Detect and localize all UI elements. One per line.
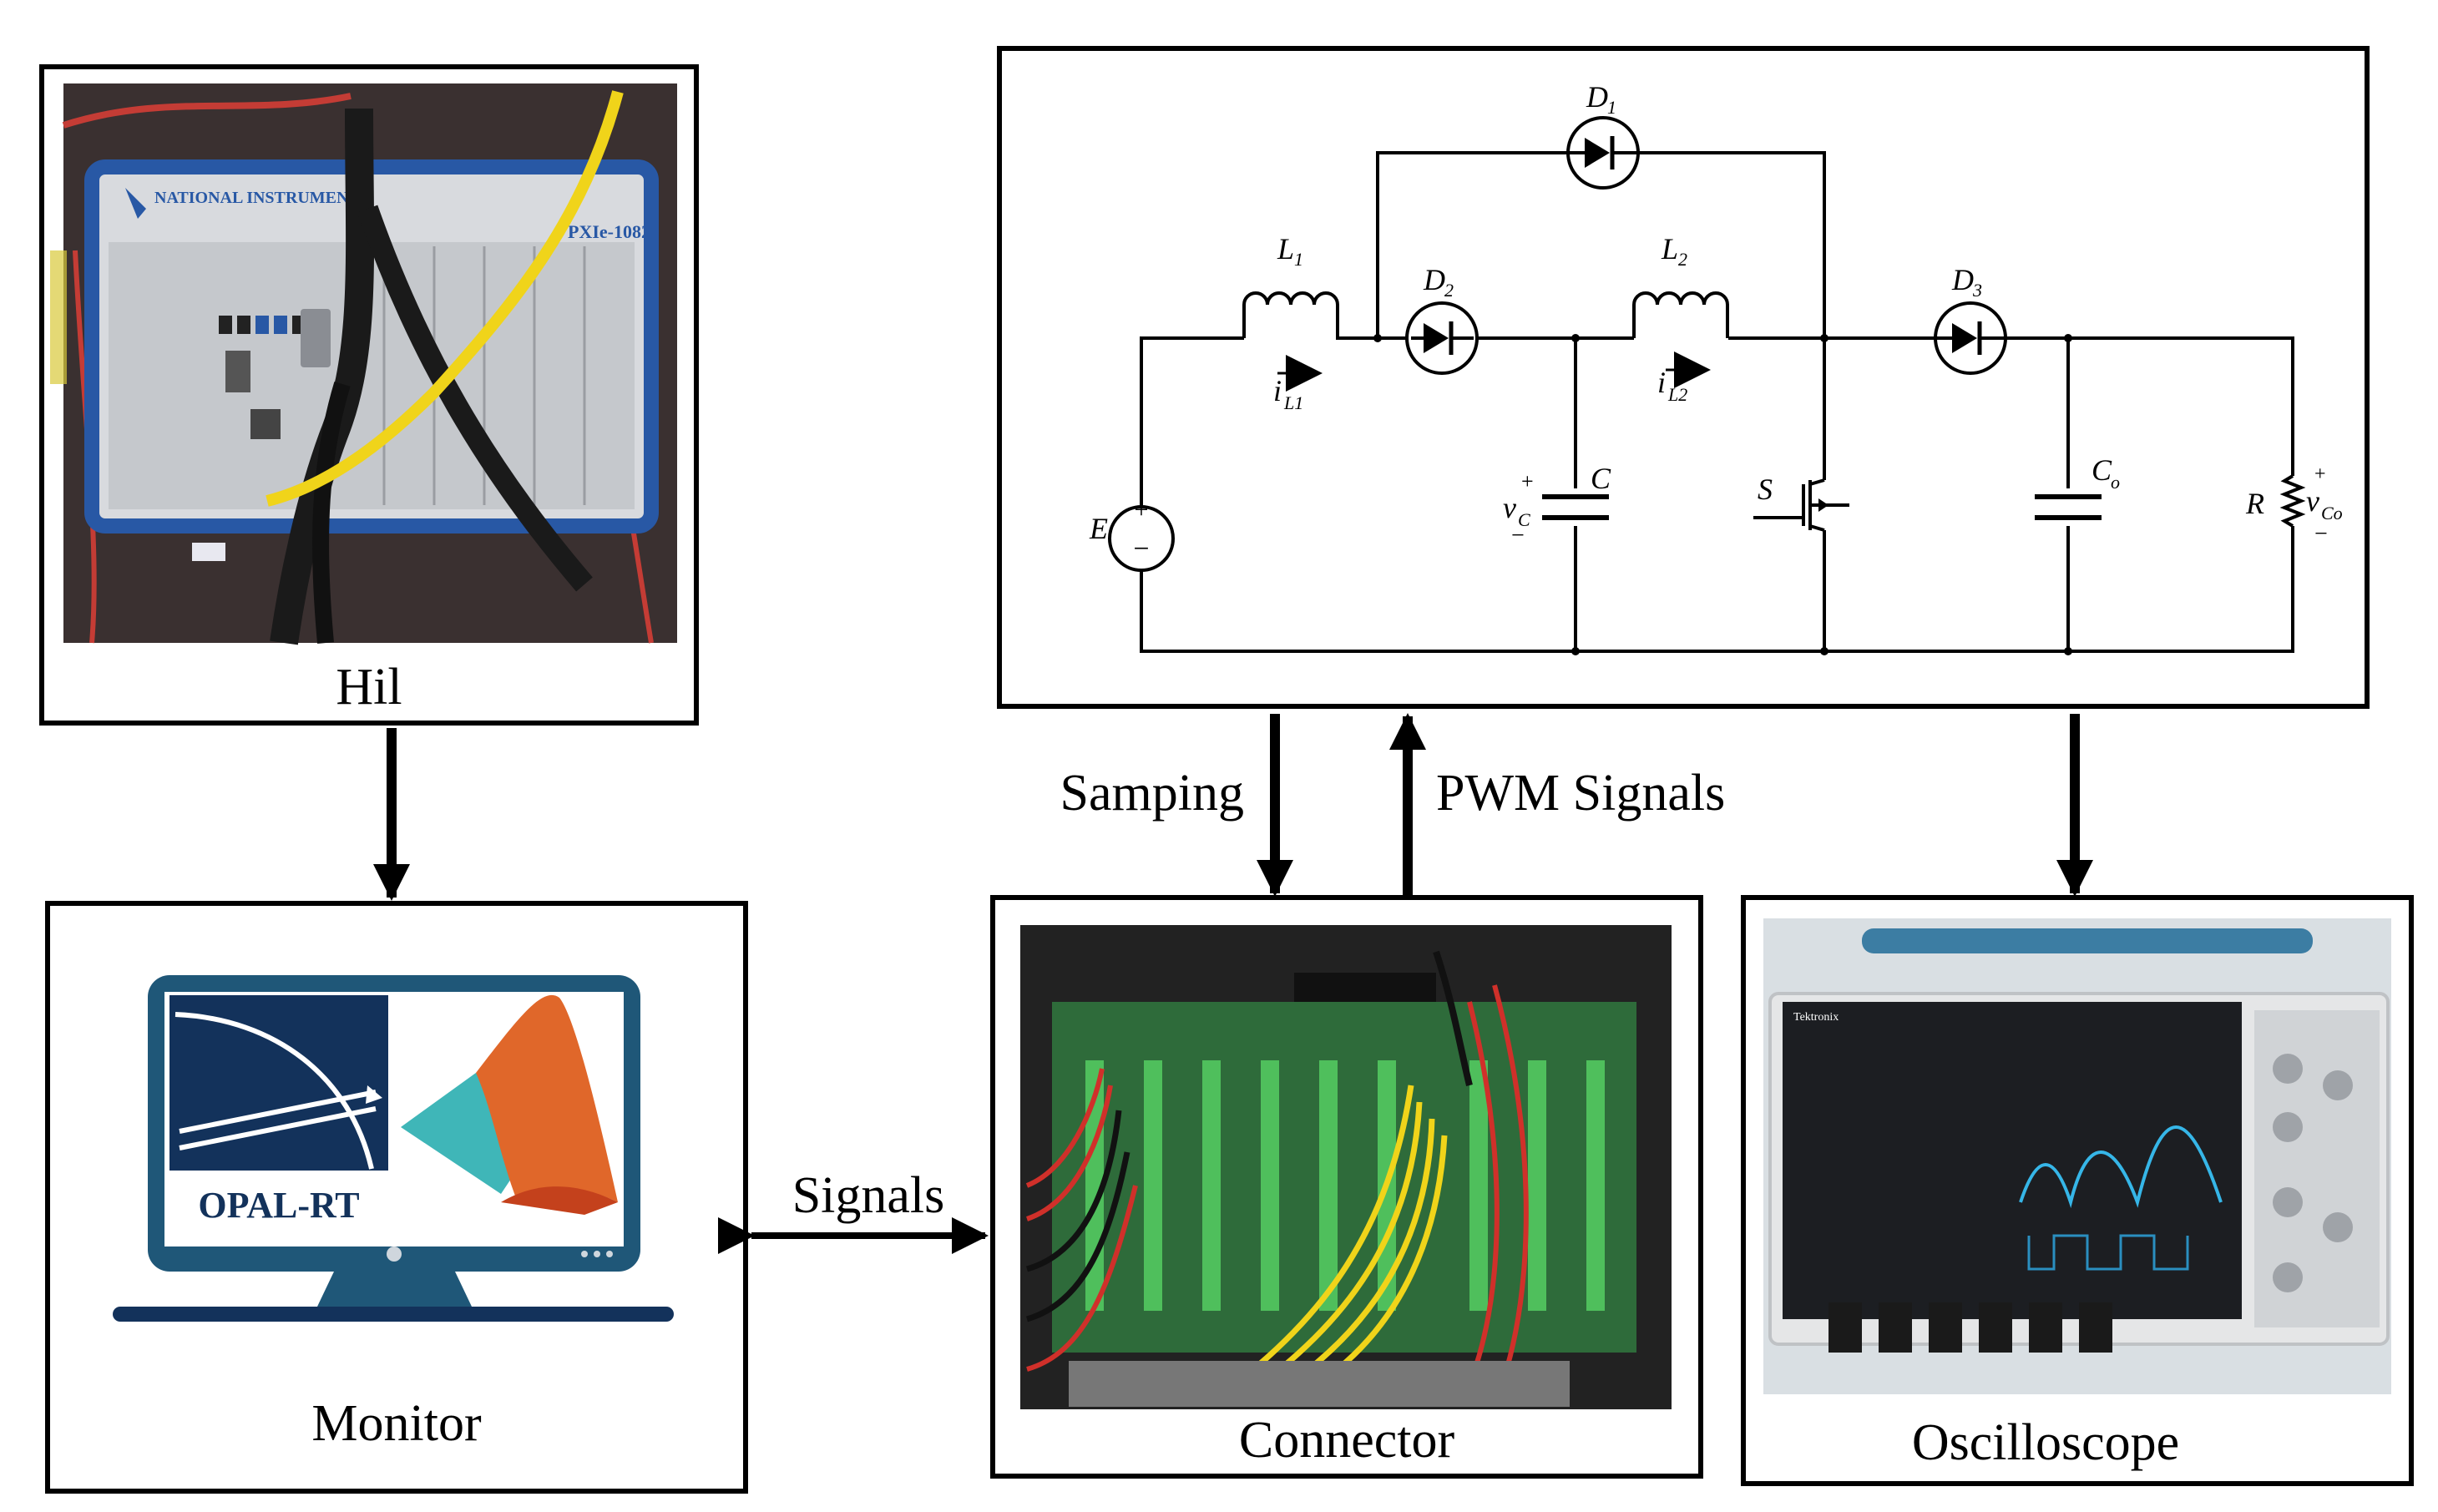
switch-s: S bbox=[1753, 473, 1849, 532]
hil-block: NATIONAL INSTRUMENTS PXIe-1082 Hil bbox=[39, 64, 699, 726]
co-label: C bbox=[2092, 453, 2112, 487]
scope-screen bbox=[1783, 1002, 2242, 1319]
c-label: C bbox=[1591, 462, 1611, 495]
d2-label: D bbox=[1423, 263, 1445, 296]
l1-sub: 1 bbox=[1294, 249, 1303, 270]
ni-logo-icon: NATIONAL INSTRUMENTS bbox=[125, 188, 369, 219]
hil-photo: NATIONAL INSTRUMENTS PXIe-1082 bbox=[50, 83, 677, 645]
oscilloscope-photo: Tektronix bbox=[1763, 918, 2391, 1394]
monitor-icon: OPAL-RT bbox=[113, 975, 674, 1322]
inductor-icon bbox=[1632, 291, 1729, 338]
capacitor-co: C o bbox=[2035, 453, 2120, 520]
resistor-icon bbox=[2279, 474, 2306, 528]
terminal-blocks bbox=[1085, 1060, 1605, 1311]
tektronix-text: Tektronix bbox=[1793, 1011, 1839, 1024]
source-e: + − E bbox=[1089, 496, 1175, 572]
s-label: S bbox=[1758, 473, 1773, 506]
d1-label: D bbox=[1586, 80, 1608, 114]
l1-label: L bbox=[1277, 232, 1294, 265]
inductor-l2: L 2 i L2 bbox=[1632, 232, 1729, 405]
capacitor-icon bbox=[2035, 494, 2102, 520]
vco-sub: Co bbox=[2321, 503, 2343, 523]
r-label: R bbox=[2245, 487, 2264, 520]
d1-sub: 1 bbox=[1607, 97, 1616, 118]
source-label: E bbox=[1089, 512, 1108, 545]
vc-plus: + bbox=[1521, 469, 1534, 493]
vco-plus: + bbox=[2314, 463, 2326, 485]
usb-ports bbox=[219, 316, 306, 334]
voltage-source-icon bbox=[1108, 505, 1175, 572]
capacitor-icon bbox=[1542, 494, 1609, 520]
circuit-block: + − E L 1 i L1 D 2 bbox=[997, 46, 2370, 709]
source-minus: − bbox=[1133, 533, 1149, 564]
opal-rt-logo-icon: OPAL-RT bbox=[169, 995, 388, 1226]
vc-sub: C bbox=[1518, 509, 1530, 530]
l2-sub: 2 bbox=[1678, 249, 1687, 270]
circuit-box bbox=[997, 46, 2370, 709]
sampling-link: Samping bbox=[1060, 714, 1293, 897]
sine-trace bbox=[2019, 1125, 2223, 1209]
monitor-label: Monitor bbox=[311, 1395, 482, 1452]
source-plus: + bbox=[1135, 496, 1149, 523]
capacitor-c: C + v C − bbox=[1503, 462, 1611, 549]
samping-label: Samping bbox=[1060, 765, 1244, 822]
co-sub: o bbox=[2111, 472, 2120, 493]
signals-label: Signals bbox=[792, 1167, 945, 1224]
signals-link: Signals bbox=[718, 1167, 989, 1254]
oscilloscope-label: Oscilloscope bbox=[1912, 1414, 2179, 1471]
il2-sub: L2 bbox=[1667, 384, 1687, 405]
il2-label: i bbox=[1657, 366, 1666, 399]
pwm-label: PWM Signals bbox=[1436, 765, 1725, 822]
diode-d1: D 1 bbox=[1566, 80, 1640, 190]
l2-label: L bbox=[1661, 232, 1678, 265]
circuit-wires bbox=[1140, 151, 2294, 653]
vco-minus: − bbox=[2314, 521, 2328, 547]
d2-sub: 2 bbox=[1444, 280, 1454, 301]
circuit-junctions bbox=[1373, 334, 2072, 655]
monitor-block: OPAL-RT Monitor bbox=[45, 901, 748, 1494]
pwm-link: PWM Signals bbox=[1389, 713, 1725, 895]
hil-label: Hil bbox=[336, 659, 402, 716]
connector-photo bbox=[1020, 925, 1672, 1409]
vc-minus: − bbox=[1511, 523, 1525, 549]
diode-d3: D 3 bbox=[1934, 263, 2007, 375]
scope-probes bbox=[1828, 1302, 2112, 1353]
d3-sub: 3 bbox=[1972, 280, 1982, 301]
il1-label: i bbox=[1273, 374, 1282, 407]
square-trace bbox=[2027, 1234, 2189, 1271]
inductor-l1: L 1 i L1 bbox=[1242, 232, 1339, 413]
scope-knobs bbox=[2273, 1054, 2353, 1292]
oscilloscope-block: Tektronix Oscilloscope bbox=[1741, 895, 2414, 1486]
pxi-model-text: PXIe-1082 bbox=[568, 221, 650, 242]
resistor-r: R + v Co − bbox=[2245, 463, 2343, 547]
connector-block: Connector bbox=[990, 895, 1703, 1479]
vc-label: v bbox=[1503, 491, 1516, 524]
mosfet-icon bbox=[1753, 478, 1849, 532]
inductor-icon bbox=[1242, 291, 1339, 338]
d3-label: D bbox=[1951, 263, 1974, 296]
diode-d2: D 2 bbox=[1405, 263, 1479, 375]
il1-sub: L1 bbox=[1283, 392, 1303, 413]
ni-logo-text: NATIONAL INSTRUMENTS bbox=[154, 189, 369, 207]
matlab-logo-icon bbox=[401, 994, 618, 1215]
connector-label: Connector bbox=[1239, 1412, 1455, 1469]
opal-rt-text: OPAL-RT bbox=[198, 1185, 359, 1226]
vco-label: v bbox=[2306, 484, 2319, 518]
